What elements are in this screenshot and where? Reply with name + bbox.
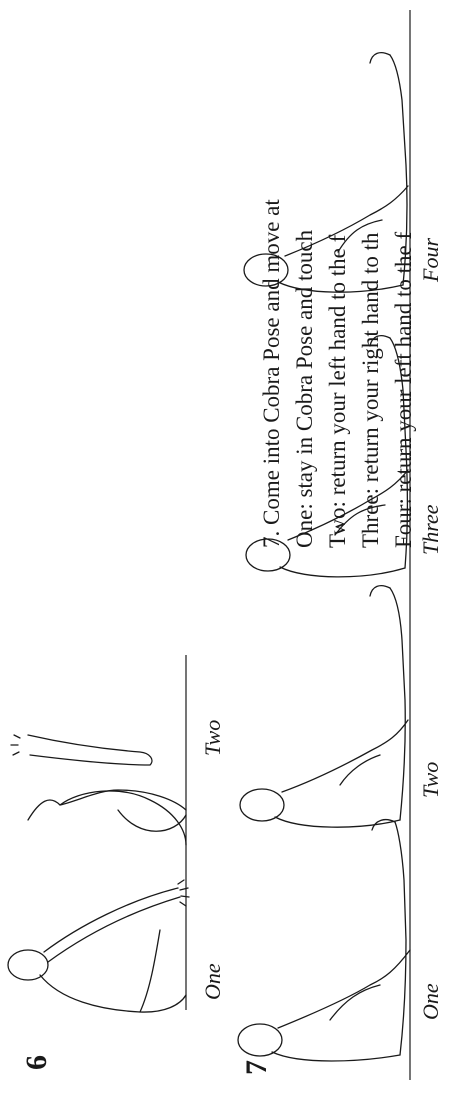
step-7-figure-one: [238, 820, 410, 1061]
chest: [272, 1052, 400, 1061]
head: [246, 539, 290, 571]
head: [240, 789, 284, 821]
torso: [28, 791, 186, 845]
arm: [285, 186, 408, 256]
elbow: [335, 505, 385, 535]
chest: [280, 567, 405, 577]
legs: [390, 338, 407, 568]
legs: [395, 822, 406, 1055]
step-6-figure-one: [8, 880, 189, 1012]
arm: [278, 950, 410, 1028]
body-outline: [60, 790, 186, 810]
hip: [140, 930, 160, 1012]
leg-raised: [28, 735, 152, 765]
arm: [288, 470, 408, 540]
step-7-figure-four: [244, 53, 408, 293]
feet: [370, 53, 390, 63]
chest: [278, 282, 403, 292]
elbow: [338, 220, 382, 252]
buttocks: [118, 810, 186, 831]
step-6-figure-two: [11, 735, 186, 845]
step-7-figure-three: [246, 336, 408, 577]
feet: [370, 586, 390, 596]
head: [8, 950, 48, 980]
legs: [390, 55, 407, 285]
legs: [390, 588, 405, 820]
arm: [282, 720, 408, 792]
back: [40, 975, 186, 1012]
elbow: [340, 755, 380, 785]
step-7-figure-two: [240, 586, 408, 828]
foot: [11, 735, 20, 755]
chest: [275, 817, 400, 827]
head: [244, 254, 288, 286]
hand: [178, 880, 189, 906]
head: [238, 1024, 282, 1056]
feet: [370, 336, 390, 346]
